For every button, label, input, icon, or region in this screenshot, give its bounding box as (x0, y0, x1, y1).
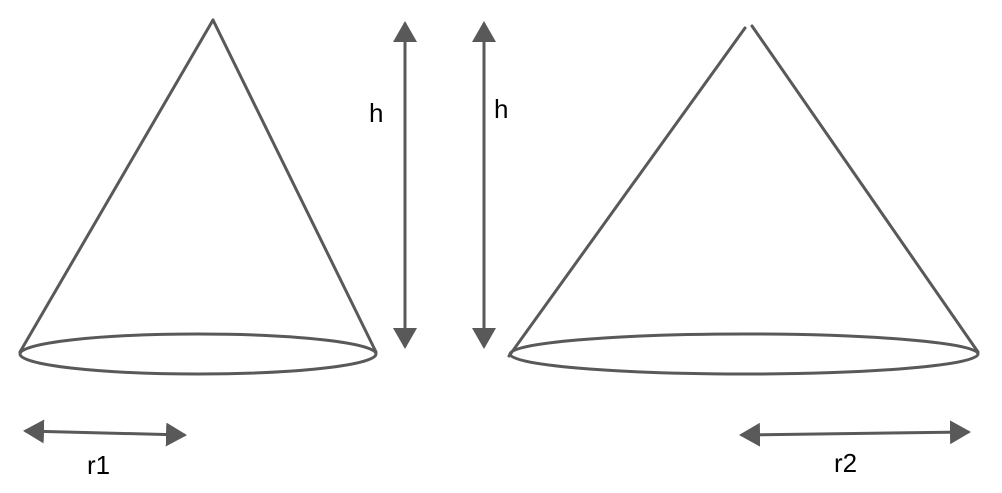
cone-right-side-left (507, 26, 747, 358)
radius-label-r2: r2 (834, 448, 857, 478)
cone-left-side-left (18, 18, 215, 354)
radius-arrow-r1 (23, 419, 187, 447)
cone-left-side-right (211, 18, 378, 354)
cone-left-base-ellipse (18, 332, 378, 376)
cone-right-base-ellipse (508, 332, 980, 376)
radius-arrow-r2 (739, 420, 971, 447)
height-label-left: h (369, 98, 383, 128)
height-label-right: h (494, 94, 508, 124)
cone-right-side-right (750, 24, 980, 354)
cone-right (507, 24, 980, 376)
radius-label-r1: r1 (87, 450, 110, 480)
cone-left (18, 18, 378, 376)
